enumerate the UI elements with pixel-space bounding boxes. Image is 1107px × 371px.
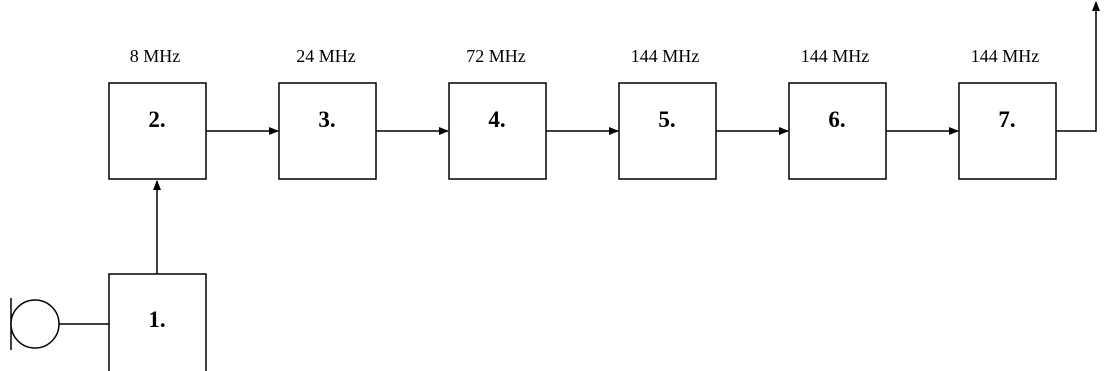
block-4: 4. xyxy=(448,82,547,180)
block-7-label: 7. xyxy=(998,107,1015,132)
output-arrow xyxy=(1056,1,1100,132)
block-5-label: 5. xyxy=(658,107,675,132)
microphone-icon xyxy=(10,298,109,350)
block-3-label: 3. xyxy=(318,107,335,132)
frequency-label-block-3: 24 MHz xyxy=(296,46,356,66)
block-2-label: 2. xyxy=(148,107,165,132)
frequency-label-block-4: 72 MHz xyxy=(466,46,526,66)
block-2: 2. xyxy=(108,82,207,180)
frequency-label-block-6: 144 MHz xyxy=(801,46,870,66)
block-4-label: 4. xyxy=(488,107,505,132)
frequency-label-block-5: 144 MHz xyxy=(631,46,700,66)
block-6-label: 6. xyxy=(828,107,845,132)
block-1: 1. xyxy=(108,273,207,371)
block-6: 6. xyxy=(788,82,887,180)
frequency-label-block-2: 8 MHz xyxy=(130,46,181,66)
frequency-label-block-7: 144 MHz xyxy=(971,46,1040,66)
block-3: 3. xyxy=(278,82,377,180)
block-7: 7. xyxy=(958,82,1057,180)
block-5: 5. xyxy=(618,82,717,180)
block-1-label: 1. xyxy=(148,307,165,332)
